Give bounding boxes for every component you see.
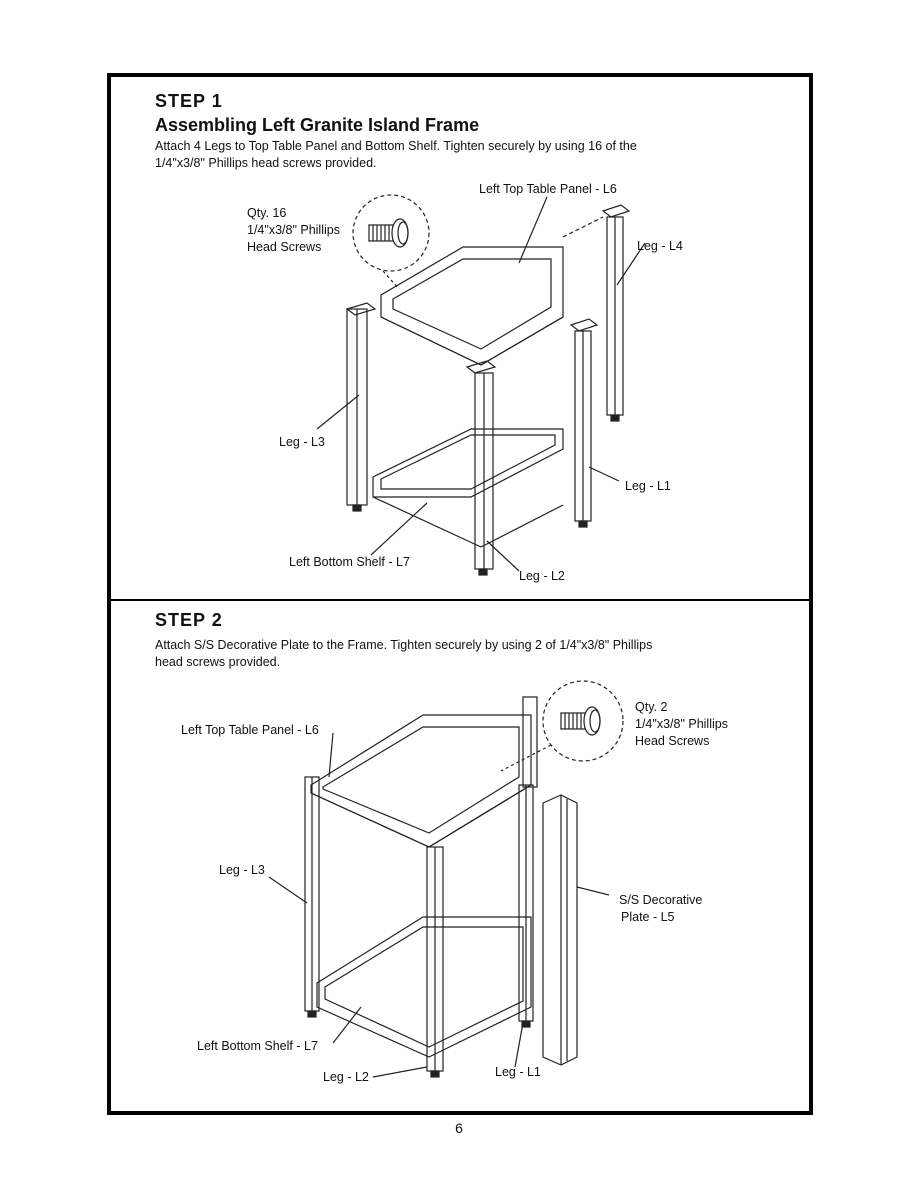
step1-instructions: Attach 4 Legs to Top Table Panel and Bot… [155, 138, 755, 172]
screw-icon-2 [560, 706, 601, 736]
step2-screw-type-label: Head Screws [635, 734, 709, 748]
bottom-shelf [372, 428, 564, 548]
screw-icon [368, 218, 409, 248]
step2-leg-l1-label: Leg - L1 [495, 1065, 541, 1079]
step2-plate-label-2: Plate - L5 [621, 910, 675, 924]
step1-leg-l4-label: Leg - L4 [637, 239, 683, 253]
step1-top-panel-label: Left Top Table Panel - L6 [479, 182, 617, 196]
screw-detail-circle [352, 194, 430, 272]
step1-heading: STEP 1 [155, 91, 223, 111]
step2-top-panel-label: Left Top Table Panel - L6 [181, 723, 319, 737]
step1-qty-label: Qty. 16 [247, 206, 286, 220]
step1-leg-l3-label: Leg - L3 [279, 435, 325, 449]
step1-leg-l2-label: Leg - L2 [519, 569, 565, 583]
top-table-panel [380, 246, 564, 366]
step1-instructions-line2: 1/4"x3/8" Phillips head screws provided. [155, 156, 377, 170]
step2-instructions-line2: head screws provided. [155, 655, 281, 669]
step2-heading: STEP 2 [155, 610, 223, 630]
step2-qty-label: Qty. 2 [635, 700, 667, 714]
step2-instructions-line1: Attach S/S Decorative Plate to the Frame… [155, 638, 653, 652]
page-number: 6 [455, 1120, 463, 1136]
decorative-plate [542, 794, 578, 1066]
step2-bottom-shelf-label: Left Bottom Shelf - L7 [197, 1039, 318, 1053]
leg-l2-2 [426, 846, 444, 1078]
step1-bottom-shelf-label: Left Bottom Shelf - L7 [289, 555, 410, 569]
step1-instructions-line1: Attach 4 Legs to Top Table Panel and Bot… [155, 139, 637, 153]
leg-l3 [345, 302, 377, 512]
leg-l1 [569, 318, 599, 528]
step1-leg-l1-label: Leg - L1 [625, 479, 671, 493]
instruction-frame: STEP 1 Assembling Left Granite Island Fr… [107, 73, 813, 1115]
screw-detail-circle-2 [542, 680, 624, 762]
leg-l4-2 [522, 696, 538, 788]
step2-screw-size-label: 1/4"x3/8" Phillips [635, 717, 728, 731]
step1-screw-size-label: 1/4"x3/8" Phillips [247, 223, 340, 237]
step2-leg-l3-label: Leg - L3 [219, 863, 265, 877]
step1-diagram: Qty. 16 1/4"x3/8" Phillips Head Screws L… [247, 182, 683, 583]
step2-leg-l2-label: Leg - L2 [323, 1070, 369, 1084]
top-table-panel-2 [310, 714, 532, 848]
step1-title: Assembling Left Granite Island Frame [155, 115, 480, 135]
leg-l1-2 [518, 784, 534, 1028]
step2-diagram: Qty. 2 1/4"x3/8" Phillips Head Screws Le… [181, 680, 728, 1084]
step1-screw-type-label: Head Screws [247, 240, 321, 254]
leg-l3-2 [304, 776, 320, 1018]
step-divider [111, 599, 809, 601]
step2-plate-label-1: S/S Decorative [619, 893, 702, 907]
bottom-shelf-2 [316, 916, 532, 1058]
leg-l2 [465, 360, 497, 576]
leg-l4 [562, 204, 631, 422]
step2-instructions: Attach S/S Decorative Plate to the Frame… [155, 637, 755, 671]
